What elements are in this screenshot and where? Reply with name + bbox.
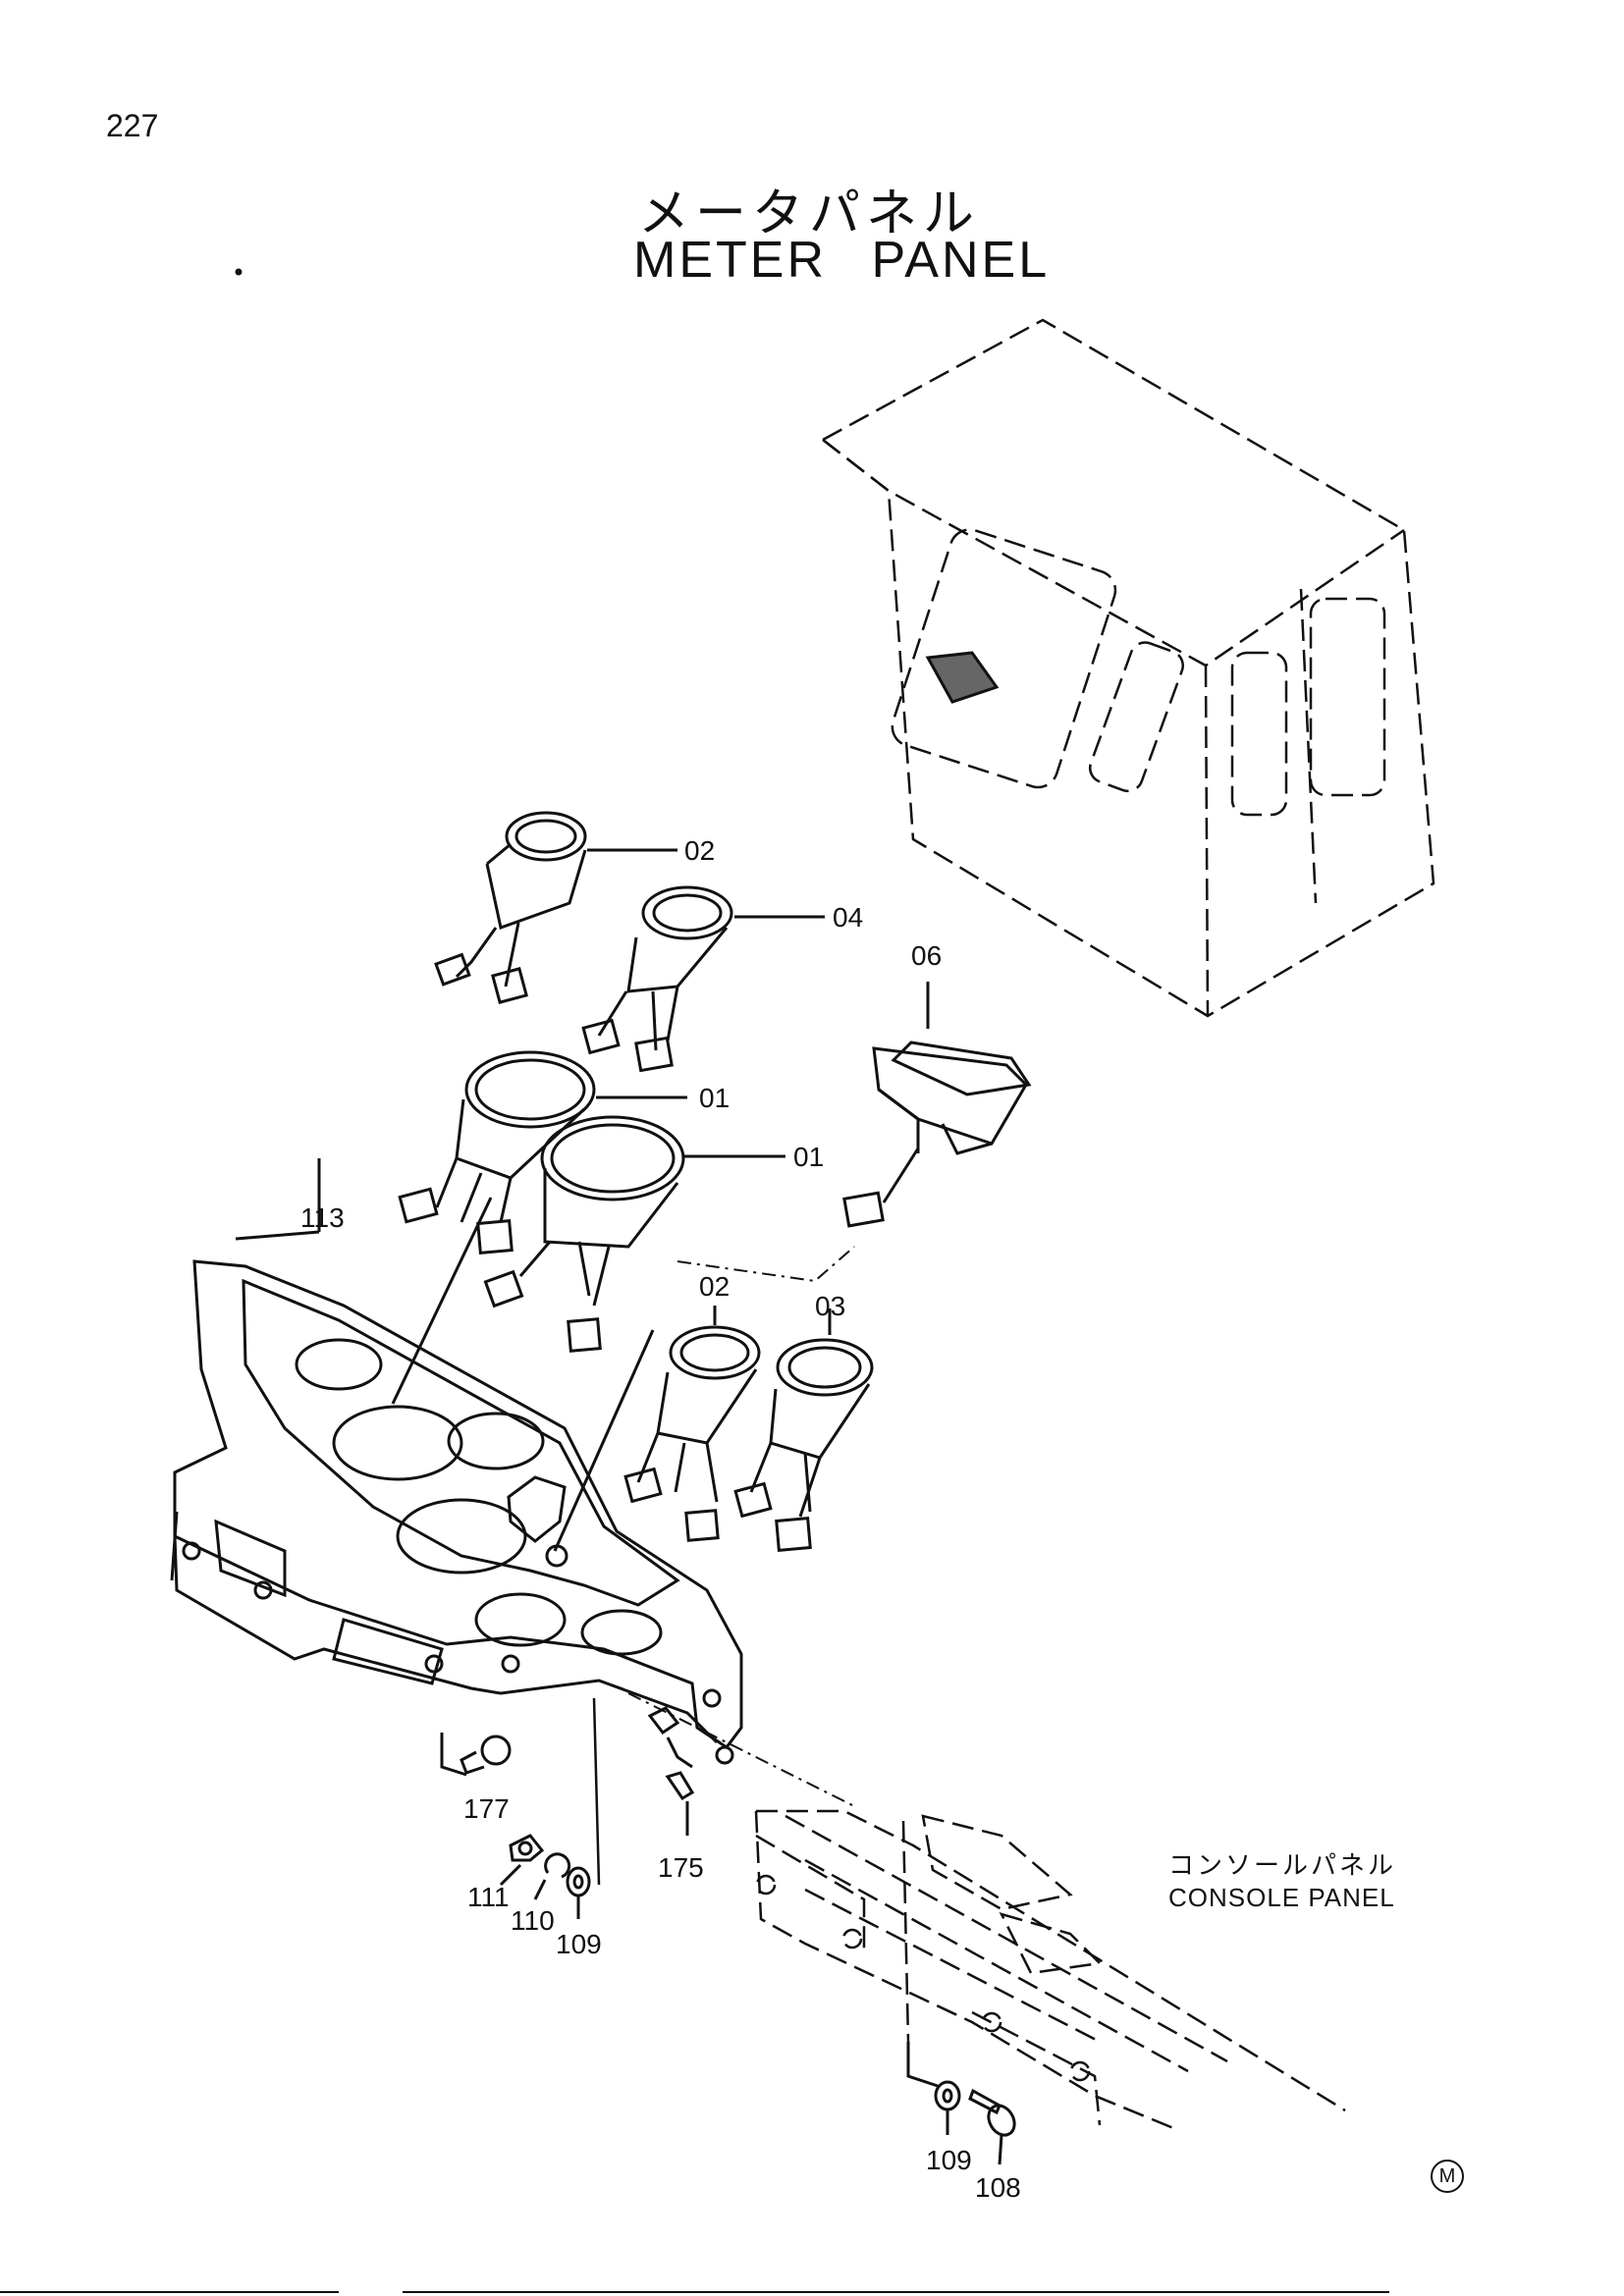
- part-label-109-upper: 109: [556, 1929, 602, 1959]
- gauge-01-lower: [483, 1115, 785, 1353]
- page-number: 227: [106, 108, 159, 143]
- console-panel-label-jp: コンソールパネル: [1168, 1851, 1397, 1881]
- console-panel-label-en: CONSOLE PANEL: [1168, 1883, 1395, 1912]
- title-japanese: メータパネル: [638, 185, 981, 243]
- meter-panel-113: [170, 1158, 743, 1765]
- gauge-02-lower: [623, 1306, 761, 1542]
- part-label-03: 03: [815, 1291, 845, 1321]
- washer-109-lower: [906, 2042, 961, 2135]
- part-label-111: 111: [467, 1882, 510, 1912]
- part-label-02-top: 02: [684, 835, 715, 866]
- manufacturer-mark-icon: M: [1431, 2160, 1464, 2193]
- spring-washer-110: [533, 1852, 571, 1900]
- part-label-01-upper: 01: [699, 1083, 730, 1113]
- part-label-108: 108: [975, 2172, 1021, 2203]
- gauge-02-top: [434, 811, 677, 1004]
- washer-109-upper: [566, 1866, 591, 1919]
- part-label-175: 175: [658, 1852, 704, 1883]
- part-label-01-lower: 01: [793, 1142, 824, 1172]
- part-label-04: 04: [833, 902, 863, 933]
- leader-line-02-03: [677, 1246, 855, 1283]
- nut-111: [499, 1834, 545, 1887]
- bolt-108: [968, 2088, 1016, 2165]
- part-label-02-lower: 02: [699, 1271, 730, 1302]
- stray-dot: [235, 268, 243, 276]
- gauge-03: [733, 1308, 874, 1552]
- screw-175: [647, 1706, 695, 1836]
- part-label-06: 06: [911, 940, 942, 971]
- title-english: METER PANEL: [633, 232, 1051, 289]
- cab-outline: [820, 318, 1435, 1018]
- leader-line-109-110-111: [592, 1697, 601, 1886]
- part-label-113: 113: [300, 1202, 345, 1233]
- gauge-04: [581, 885, 825, 1073]
- panel-to-console-line: [627, 1692, 855, 1807]
- cab-vent-grille: [925, 651, 1000, 704]
- screw-177: [440, 1733, 512, 1777]
- console-panel-outline: [754, 1809, 1346, 2132]
- part-label-110: 110: [511, 1905, 555, 1936]
- hour-meter-06: [842, 982, 1032, 1228]
- part-label-109-lower: 109: [926, 2145, 972, 2175]
- part-label-177: 177: [463, 1793, 510, 1824]
